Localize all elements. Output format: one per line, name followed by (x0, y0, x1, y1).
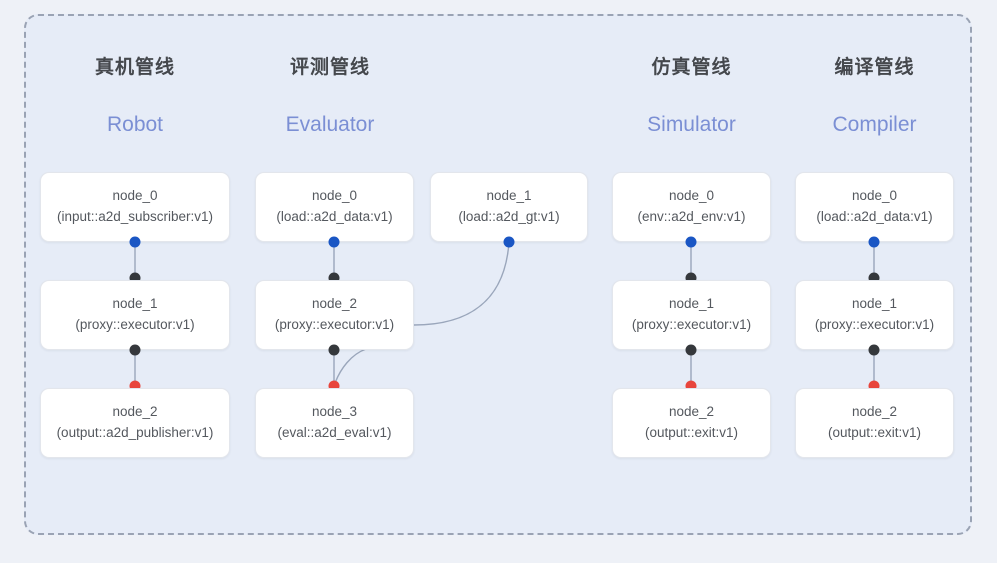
column-title-cn-robot: 真机管线 (94, 57, 175, 78)
node-type: (output::exit:v1) (644, 425, 739, 440)
node-name: node_0 (311, 188, 358, 204)
node-robot-2[interactable]: node_2 (output::a2d_publisher:v1) (40, 388, 230, 458)
node-name: node_2 (668, 404, 715, 420)
port-output-simulator-1[interactable] (685, 344, 697, 356)
column-title-cn-simulator: 仿真管线 (651, 57, 732, 78)
node-name: node_0 (112, 188, 158, 204)
node-type: (proxy::executor:v1) (631, 317, 752, 332)
node-name: node_1 (668, 296, 715, 312)
port-output-robot-1[interactable] (129, 344, 141, 356)
port-output-evaluator-2[interactable] (328, 344, 340, 356)
node-name: node_0 (851, 188, 898, 204)
node-type: (output::exit:v1) (827, 425, 922, 440)
column-title-en-robot: Robot (106, 113, 164, 136)
port-input-compiler-1[interactable] (868, 272, 880, 284)
column-evaluator: 评测管线 Evaluator (240, 52, 420, 137)
node-simulator-2[interactable]: node_2 (output::exit:v1) (612, 388, 771, 458)
node-name: node_2 (112, 404, 158, 420)
port-output-evaluator-0[interactable] (328, 236, 340, 248)
column-title-cn-evaluator: 评测管线 (289, 57, 370, 78)
node-compiler-1[interactable]: node_1 (proxy::executor:v1) (795, 280, 954, 350)
node-evaluator-0[interactable]: node_0 (load::a2d_data:v1) (255, 172, 414, 242)
node-simulator-0[interactable]: node_0 (env::a2d_env:v1) (612, 172, 771, 242)
column-robot: 真机管线 Robot (40, 52, 230, 137)
column-simulator: 仿真管线 Simulator (612, 52, 771, 137)
column-title-en-evaluator: Evaluator (285, 113, 375, 136)
node-evaluator-2[interactable]: node_2 (proxy::executor:v1) (255, 280, 414, 350)
node-type: (load::a2d_data:v1) (276, 209, 393, 224)
node-name: node_1 (112, 296, 158, 312)
node-evaluator-3[interactable]: node_3 (eval::a2d_eval:v1) (255, 388, 414, 458)
node-type: (input::a2d_subscriber:v1) (56, 209, 214, 224)
node-name: node_0 (668, 188, 715, 204)
node-name: node_1 (486, 188, 532, 204)
node-compiler-0[interactable]: node_0 (load::a2d_data:v1) (795, 172, 954, 242)
node-type: (env::a2d_env:v1) (637, 209, 746, 224)
node-type: (proxy::executor:v1) (75, 317, 195, 332)
port-output-robot-0[interactable] (129, 236, 141, 248)
port-output-simulator-0[interactable] (685, 236, 697, 248)
column-compiler: 编译管线 Compiler (795, 52, 954, 137)
port-output-evaluator-1-gt[interactable] (503, 236, 515, 248)
port-output-compiler-0[interactable] (868, 236, 880, 248)
node-name: node_1 (851, 296, 898, 312)
node-type: (proxy::executor:v1) (274, 317, 395, 332)
node-name: node_3 (311, 404, 358, 420)
node-type: (load::a2d_gt:v1) (458, 209, 560, 224)
column-title-cn-compiler: 编译管线 (834, 57, 915, 78)
port-input-simulator-2[interactable] (685, 380, 697, 392)
port-input-simulator-1[interactable] (685, 272, 697, 284)
node-name: node_2 (311, 296, 358, 312)
column-title-en-compiler: Compiler (832, 113, 917, 136)
node-type: (load::a2d_data:v1) (816, 209, 933, 224)
port-input-evaluator-3[interactable] (328, 380, 340, 392)
node-type: (output::a2d_publisher:v1) (56, 425, 214, 440)
port-output-compiler-1[interactable] (868, 344, 880, 356)
node-type: (proxy::executor:v1) (814, 317, 935, 332)
node-robot-0[interactable]: node_0 (input::a2d_subscriber:v1) (40, 172, 230, 242)
column-title-en-simulator: Simulator (647, 113, 736, 136)
port-input-robot-2[interactable] (129, 380, 141, 392)
node-simulator-1[interactable]: node_1 (proxy::executor:v1) (612, 280, 771, 350)
node-compiler-2[interactable]: node_2 (output::exit:v1) (795, 388, 954, 458)
node-type: (eval::a2d_eval:v1) (277, 425, 392, 440)
node-name: node_2 (851, 404, 898, 420)
node-robot-1[interactable]: node_1 (proxy::executor:v1) (40, 280, 230, 350)
port-input-evaluator-2[interactable] (328, 272, 340, 284)
port-input-compiler-2[interactable] (868, 380, 880, 392)
node-evaluator-1-gt[interactable]: node_1 (load::a2d_gt:v1) (430, 172, 588, 242)
port-input-robot-1[interactable] (129, 272, 141, 284)
